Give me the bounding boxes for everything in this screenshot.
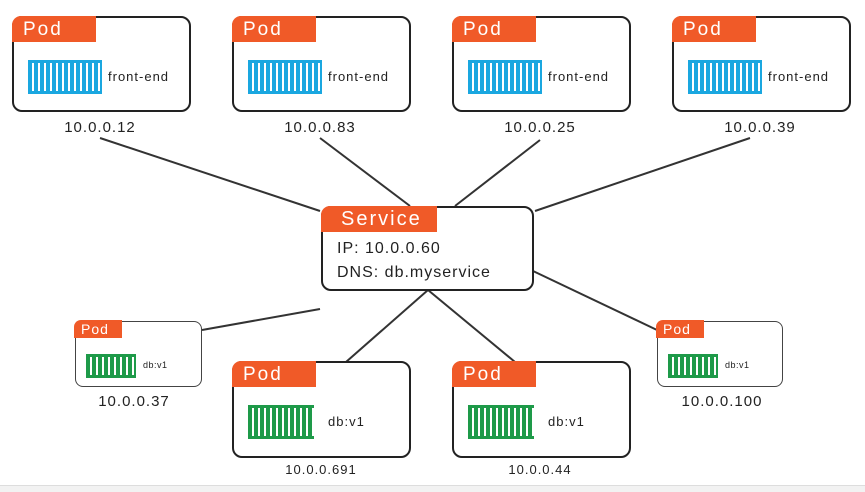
connector-service-to-db-2 <box>345 289 429 363</box>
front-end-container-icon <box>248 60 322 94</box>
container-label: front-end <box>108 69 170 84</box>
service-dns: DNS: db.myservice <box>337 264 491 281</box>
pod-ip: 10.0.0.100 <box>681 393 763 410</box>
db-container-icon <box>86 354 136 378</box>
connector-service-to-frontend-1 <box>99 137 321 212</box>
service-tag: Service <box>321 206 437 232</box>
db-container-icon <box>468 405 534 439</box>
db-container-icon <box>248 405 314 439</box>
container-label: db:v1 <box>548 414 585 429</box>
pod-ip: 10.0.0.39 <box>724 119 796 136</box>
front-end-pod-4[interactable]: Pod front-end <box>672 16 851 112</box>
front-end-pod-3[interactable]: Pod front-end <box>452 16 631 112</box>
connector-service-to-db-4 <box>532 270 658 331</box>
connector-service-to-db-3 <box>427 289 516 363</box>
container-label: front-end <box>768 69 830 84</box>
pod-tag: Pod <box>232 16 316 42</box>
container-label: front-end <box>548 69 610 84</box>
front-end-pod-2[interactable]: Pod front-end <box>232 16 411 112</box>
pod-ip: 10.0.0.44 <box>508 462 572 477</box>
pod-tag: Pod <box>672 16 756 42</box>
connector-service-to-frontend-4 <box>534 137 751 212</box>
connector-service-to-db-1 <box>201 308 321 331</box>
front-end-pod-1[interactable]: Pod front-end <box>12 16 191 112</box>
container-label: db:v1 <box>143 360 168 370</box>
pod-ip: 10.0.0.37 <box>98 393 170 410</box>
db-pod-3[interactable]: Pod db:v1 <box>452 361 631 458</box>
container-label: db:v1 <box>328 414 365 429</box>
db-pod-2[interactable]: Pod db:v1 <box>232 361 411 458</box>
service-ip: IP: 10.0.0.60 <box>337 240 441 257</box>
db-pod-1[interactable]: Pod db:v1 <box>74 320 202 387</box>
container-label: db:v1 <box>725 360 750 370</box>
pod-tag: Pod <box>232 361 316 387</box>
front-end-container-icon <box>688 60 762 94</box>
pod-tag: Pod <box>12 16 96 42</box>
pod-tag: Pod <box>452 361 536 387</box>
pod-tag: Pod <box>452 16 536 42</box>
pod-ip: 10.0.0.83 <box>284 119 356 136</box>
db-pod-4[interactable]: Pod db:v1 <box>656 320 783 387</box>
pod-ip: 10.0.0.691 <box>285 462 357 477</box>
service-box[interactable]: Service IP: 10.0.0.60 DNS: db.myservice <box>321 206 534 291</box>
front-end-container-icon <box>468 60 542 94</box>
pod-ip: 10.0.0.25 <box>504 119 576 136</box>
front-end-container-icon <box>28 60 102 94</box>
connector-service-to-frontend-2 <box>319 137 411 207</box>
pod-tag: Pod <box>656 320 704 338</box>
connector-service-to-frontend-3 <box>454 139 541 207</box>
window-bottom-edge <box>0 485 865 492</box>
pod-ip: 10.0.0.12 <box>64 119 136 136</box>
container-label: front-end <box>328 69 390 84</box>
pod-tag: Pod <box>74 320 122 338</box>
db-container-icon <box>668 354 718 378</box>
